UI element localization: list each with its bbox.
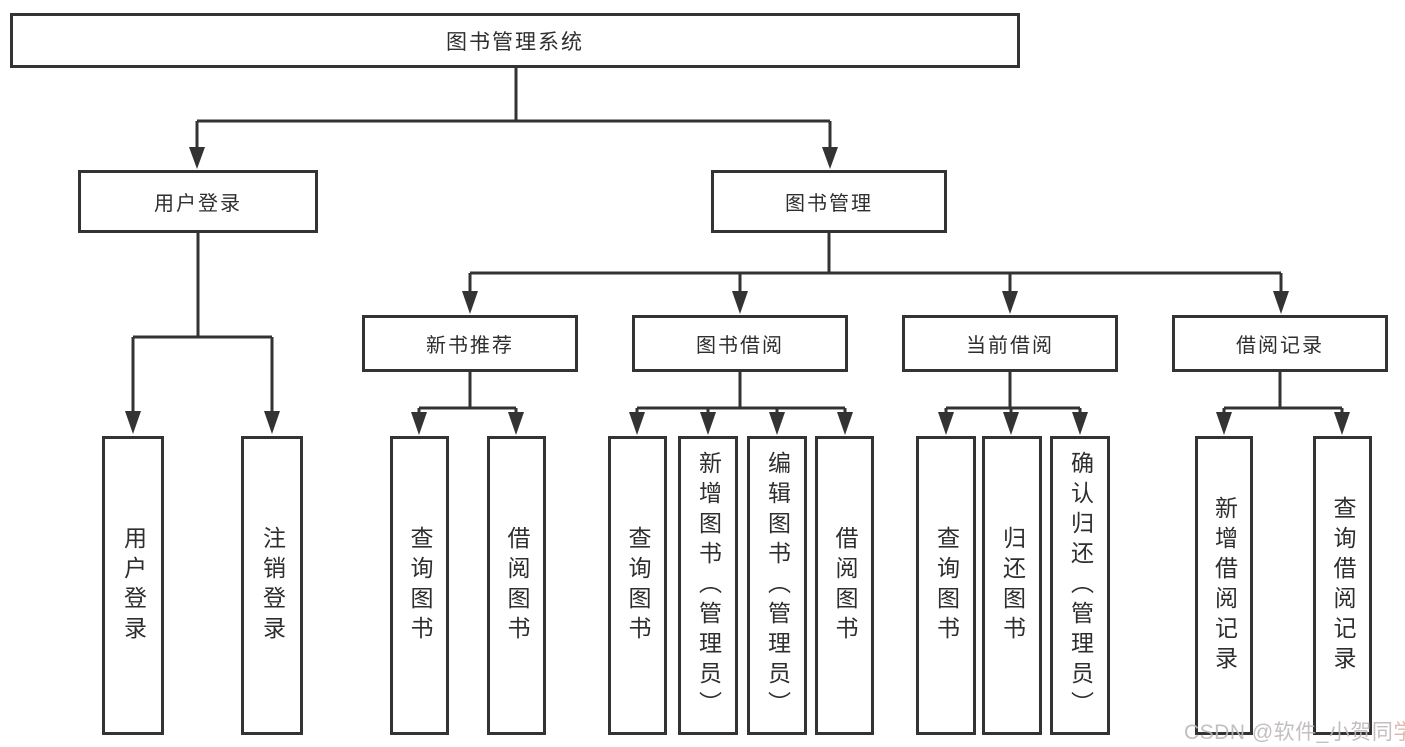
leaf-borrow-books-recommend: 借阅图书 [487, 436, 546, 735]
node-current-borrow: 当前借阅 [902, 315, 1118, 372]
node-root-system: 图书管理系统 [10, 13, 1020, 68]
leaf-query-books-borrow: 查询图书 [608, 436, 667, 735]
node-root-label: 图书管理系统 [446, 30, 584, 54]
leaf-add-books-admin: 新增图书（管理员） [678, 436, 738, 735]
leaf-query-books-recommend-label: 查询图书 [407, 525, 433, 646]
leaf-confirm-return-admin-label: 确认归还（管理员） [1067, 450, 1094, 721]
leaf-query-books-current: 查询图书 [916, 436, 976, 735]
leaf-add-borrow-record: 新增借阅记录 [1195, 436, 1253, 735]
leaf-confirm-return-admin: 确认归还（管理员） [1050, 436, 1110, 735]
leaf-logout: 注销登录 [241, 436, 303, 735]
leaf-logout-label: 注销登录 [259, 525, 286, 646]
leaf-borrow-books-recommend-label: 借阅图书 [504, 525, 530, 646]
leaf-add-books-admin-label: 新增图书（管理员） [695, 450, 722, 721]
node-user-login-label: 用户登录 [154, 193, 242, 215]
arrowhead-icons [125, 147, 1350, 435]
leaf-add-borrow-record-label: 新增借阅记录 [1211, 495, 1238, 676]
leaf-edit-books-admin-label: 编辑图书（管理员） [764, 450, 791, 721]
csdn-watermark-text: CSDN @软件_小贺同 [1184, 721, 1394, 744]
node-book-management: 图书管理 [711, 170, 947, 233]
node-book-borrow-label: 图书借阅 [696, 335, 784, 357]
leaf-query-books-recommend: 查询图书 [390, 436, 449, 735]
leaf-return-books: 归还图书 [982, 436, 1042, 735]
csdn-watermark: CSDN @软件_小贺同学 [1184, 716, 1405, 746]
node-book-borrow: 图书借阅 [632, 315, 848, 372]
leaf-query-books-borrow-label: 查询图书 [625, 525, 651, 646]
leaf-borrow-books-label: 借阅图书 [832, 525, 858, 646]
node-book-management-label: 图书管理 [785, 193, 873, 215]
node-current-borrow-label: 当前借阅 [966, 335, 1054, 357]
leaf-edit-books-admin: 编辑图书（管理员） [747, 436, 807, 735]
leaf-query-borrow-record: 查询借阅记录 [1313, 436, 1372, 735]
node-borrow-records: 借阅记录 [1172, 315, 1388, 372]
node-new-book-recommend: 新书推荐 [362, 315, 578, 372]
leaf-query-borrow-record-label: 查询借阅记录 [1330, 495, 1356, 676]
node-borrow-records-label: 借阅记录 [1236, 335, 1324, 357]
leaf-return-books-label: 归还图书 [999, 525, 1026, 646]
leaf-query-books-current-label: 查询图书 [933, 525, 960, 646]
node-new-book-recommend-label: 新书推荐 [426, 335, 514, 357]
leaf-user-login: 用户登录 [102, 436, 164, 735]
node-user-login: 用户登录 [78, 170, 318, 233]
csdn-watermark-suffix: 学 [1393, 721, 1405, 744]
leaf-borrow-books: 借阅图书 [815, 436, 874, 735]
leaf-user-login-label: 用户登录 [120, 525, 147, 646]
